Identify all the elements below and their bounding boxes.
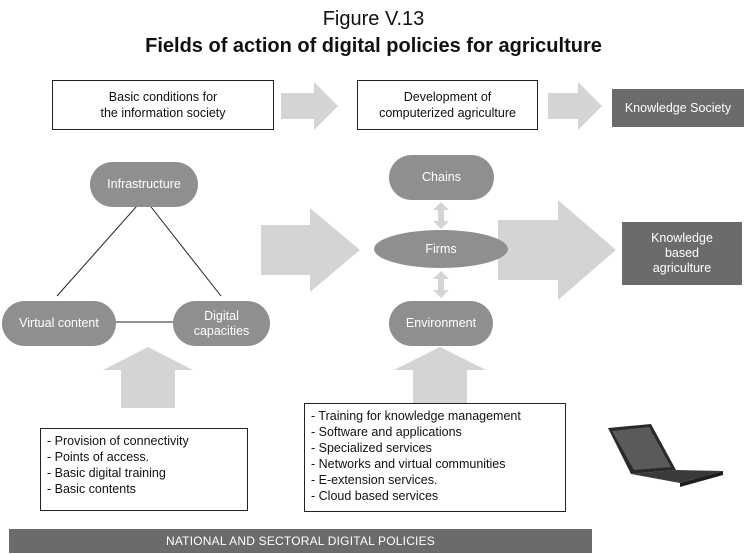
arrow-middle-1 xyxy=(261,208,360,292)
double-arrow-upper xyxy=(433,202,449,229)
firms-node: Firms xyxy=(374,230,508,268)
list-item: - Networks and virtual communities xyxy=(311,457,506,471)
double-arrow-lower xyxy=(433,271,449,298)
triangle-line-left xyxy=(56,197,145,297)
arrow-up-center xyxy=(394,347,486,403)
national-policies-bar: NATIONAL AND SECTORAL DIGITAL POLICIES xyxy=(9,529,592,553)
triangle-line-right xyxy=(143,197,222,297)
list-item: - Training for knowledge management xyxy=(311,409,521,423)
list-item: - E-extension services. xyxy=(311,473,438,487)
center-policy-list: - Training for knowledge management - So… xyxy=(304,403,566,512)
development-box: Development of computerized agriculture xyxy=(357,80,538,130)
knowledge-society-box: Knowledge Society xyxy=(612,89,744,127)
left-policy-list: - Provision of connectivity - Points of … xyxy=(40,428,248,511)
virtual-content-node: Virtual content xyxy=(2,301,116,346)
list-item: - Cloud based services xyxy=(311,489,439,503)
arrow-top-2 xyxy=(548,82,602,130)
list-item: - Basic contents xyxy=(47,482,136,496)
infrastructure-node: Infrastructure xyxy=(90,162,198,207)
basic-conditions-box: Basic conditions for the information soc… xyxy=(52,80,274,130)
figure-title: Fields of action of digital policies for… xyxy=(145,35,602,57)
arrow-top-1 xyxy=(281,82,338,130)
arrow-middle-2 xyxy=(498,200,616,300)
arrow-up-left xyxy=(103,347,193,408)
environment-node: Environment xyxy=(389,301,493,346)
knowledge-based-agriculture-box: Knowledge based agriculture xyxy=(622,222,742,285)
figure-label: Figure V.13 xyxy=(322,8,425,30)
chains-node: Chains xyxy=(389,155,494,200)
list-item: - Points of access. xyxy=(47,450,150,464)
list-item: - Specialized services xyxy=(311,441,432,455)
list-item: - Provision of connectivity xyxy=(47,434,189,448)
digital-capacities-node: Digital capacities xyxy=(173,301,270,346)
laptop-icon xyxy=(608,424,723,487)
list-item: - Basic digital training xyxy=(47,466,166,480)
list-item: - Software and applications xyxy=(311,425,462,439)
